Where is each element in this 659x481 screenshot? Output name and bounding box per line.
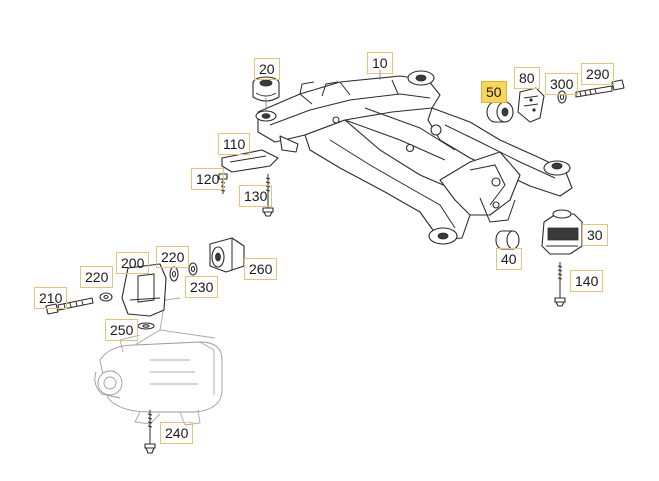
bolt-290 xyxy=(575,79,625,98)
bolt-120 xyxy=(218,173,228,194)
callout-80[interactable]: 80 xyxy=(514,67,540,89)
bracket-80 xyxy=(517,87,545,123)
washer-220-right xyxy=(169,266,179,282)
callout-250[interactable]: 250 xyxy=(105,319,139,341)
differential-outline xyxy=(94,297,223,426)
mount-200 xyxy=(121,263,167,317)
callout-210[interactable]: 210 xyxy=(34,287,68,309)
mount-30 xyxy=(541,209,583,255)
callout-290[interactable]: 290 xyxy=(581,63,615,85)
bushing-40 xyxy=(495,230,520,250)
callout-130[interactable]: 130 xyxy=(239,185,273,207)
washer-230 xyxy=(188,262,198,276)
callout-260[interactable]: 260 xyxy=(244,258,278,280)
callout-220-left[interactable]: 220 xyxy=(80,266,114,288)
callout-50[interactable]: 50 xyxy=(481,81,507,103)
callout-220-right[interactable]: 220 xyxy=(156,246,190,268)
callout-300[interactable]: 300 xyxy=(545,73,579,95)
callout-140[interactable]: 140 xyxy=(570,270,604,292)
washer-250 xyxy=(137,322,155,330)
rear-subframe xyxy=(255,70,573,245)
bushing-20 xyxy=(252,76,280,102)
callout-40[interactable]: 40 xyxy=(496,248,522,270)
callout-230[interactable]: 230 xyxy=(185,276,219,298)
bracket-110 xyxy=(221,135,299,173)
callout-120[interactable]: 120 xyxy=(191,168,225,190)
bolt-240 xyxy=(144,410,156,454)
callout-240[interactable]: 240 xyxy=(160,422,194,444)
callout-110[interactable]: 110 xyxy=(218,133,251,155)
bushing-260 xyxy=(209,237,245,273)
bushing-50 xyxy=(486,101,514,123)
bolt-140 xyxy=(554,262,566,307)
callout-30[interactable]: 30 xyxy=(582,224,608,246)
washer-220-left xyxy=(99,292,113,302)
callout-20[interactable]: 20 xyxy=(254,58,280,80)
callout-10[interactable]: 10 xyxy=(367,52,393,74)
callout-200[interactable]: 200 xyxy=(116,252,150,274)
bolt-130 xyxy=(262,174,274,217)
